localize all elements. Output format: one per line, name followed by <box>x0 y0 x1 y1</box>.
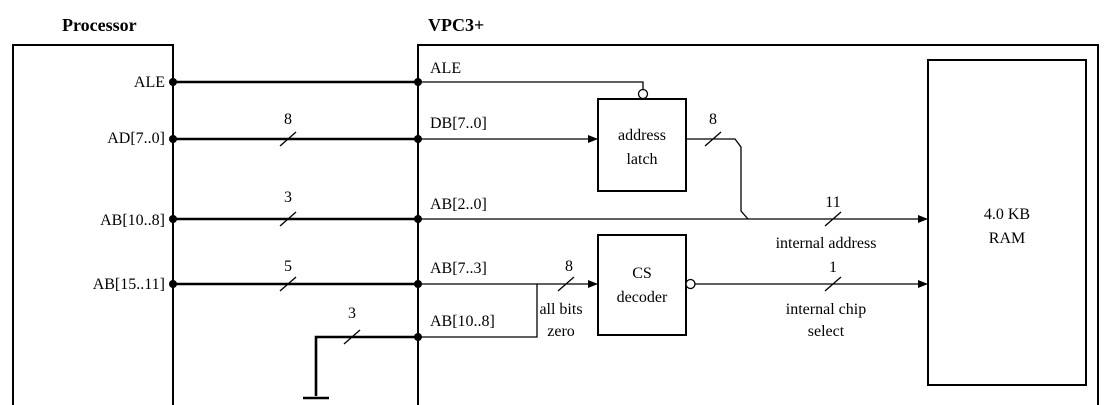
ale-inversion-bubble <box>637 88 649 100</box>
junction-dot <box>414 280 422 288</box>
vpc-pin-ab-low: AB[2..0] <box>430 196 487 213</box>
address-latch-block <box>597 98 687 192</box>
ground-bus-slash <box>343 329 361 345</box>
ab-high-bus-slash <box>279 211 297 227</box>
junction-dot <box>169 135 177 143</box>
internal-cs-slash <box>824 276 842 292</box>
vpc-pin-db: DB[7..0] <box>430 115 487 132</box>
processor-header: Processor <box>62 15 137 35</box>
zero-label-2: zero <box>547 323 575 340</box>
cs-in-width: 8 <box>565 258 573 275</box>
ground-bus <box>314 335 418 396</box>
internal-cs-label-1: internal chip <box>786 301 866 318</box>
junction-dot <box>169 280 177 288</box>
proc-pin-ale: ALE <box>134 74 165 91</box>
ram-block <box>927 59 1087 386</box>
cs-in-slash <box>557 276 575 292</box>
junction-dot <box>414 78 422 86</box>
proc-pin-ab-high: AB[10..8] <box>100 212 165 229</box>
vpc-pin-ale: ALE <box>430 60 461 77</box>
vpc-pin-ab-mid: AB[7..3] <box>430 260 487 277</box>
zero-label-1: all bits <box>539 301 582 318</box>
ab-high-bus-width: 3 <box>284 189 292 206</box>
cs-label-2: decoder <box>617 289 668 306</box>
cs-decoder-block <box>597 234 687 336</box>
ad-bus-width: 8 <box>284 111 292 128</box>
latch-out-width: 8 <box>709 111 717 128</box>
cs-inversion-bubble <box>685 278 696 290</box>
junction-dot <box>414 333 422 341</box>
vpc-pin-ab-high: AB[10..8] <box>430 313 495 330</box>
latch-label-1: address <box>618 127 666 144</box>
ground-bus-width: 3 <box>348 305 356 322</box>
latch-output-line <box>686 138 749 220</box>
junction-dot <box>414 215 422 223</box>
junction-dot <box>169 215 177 223</box>
proc-pin-ad: AD[7..0] <box>107 130 165 147</box>
junction-dot <box>169 78 177 86</box>
ram-label-2: RAM <box>989 230 1025 247</box>
internal-cs-label-2: select <box>808 323 845 340</box>
ad-bus-slash <box>279 131 297 147</box>
ram-label-1: 4.0 KB <box>984 206 1030 223</box>
ab-top-bus-slash <box>279 276 297 292</box>
latch-label-2: latch <box>626 151 657 168</box>
ab-top-bus-width: 5 <box>284 258 292 275</box>
ale-internal-line <box>418 81 644 90</box>
internal-address-width: 11 <box>825 194 840 211</box>
cs-label-1: CS <box>632 265 652 282</box>
junction-dot <box>414 135 422 143</box>
internal-address-label: internal address <box>776 235 877 252</box>
processor-block <box>12 44 174 405</box>
internal-cs-width: 1 <box>829 259 837 276</box>
internal-address-slash <box>824 211 842 227</box>
vpc-header: VPC3+ <box>428 15 484 35</box>
latch-out-slash <box>704 131 722 147</box>
ab-high-internal-line <box>418 284 538 338</box>
proc-pin-ab-top: AB[15..11] <box>93 276 165 293</box>
